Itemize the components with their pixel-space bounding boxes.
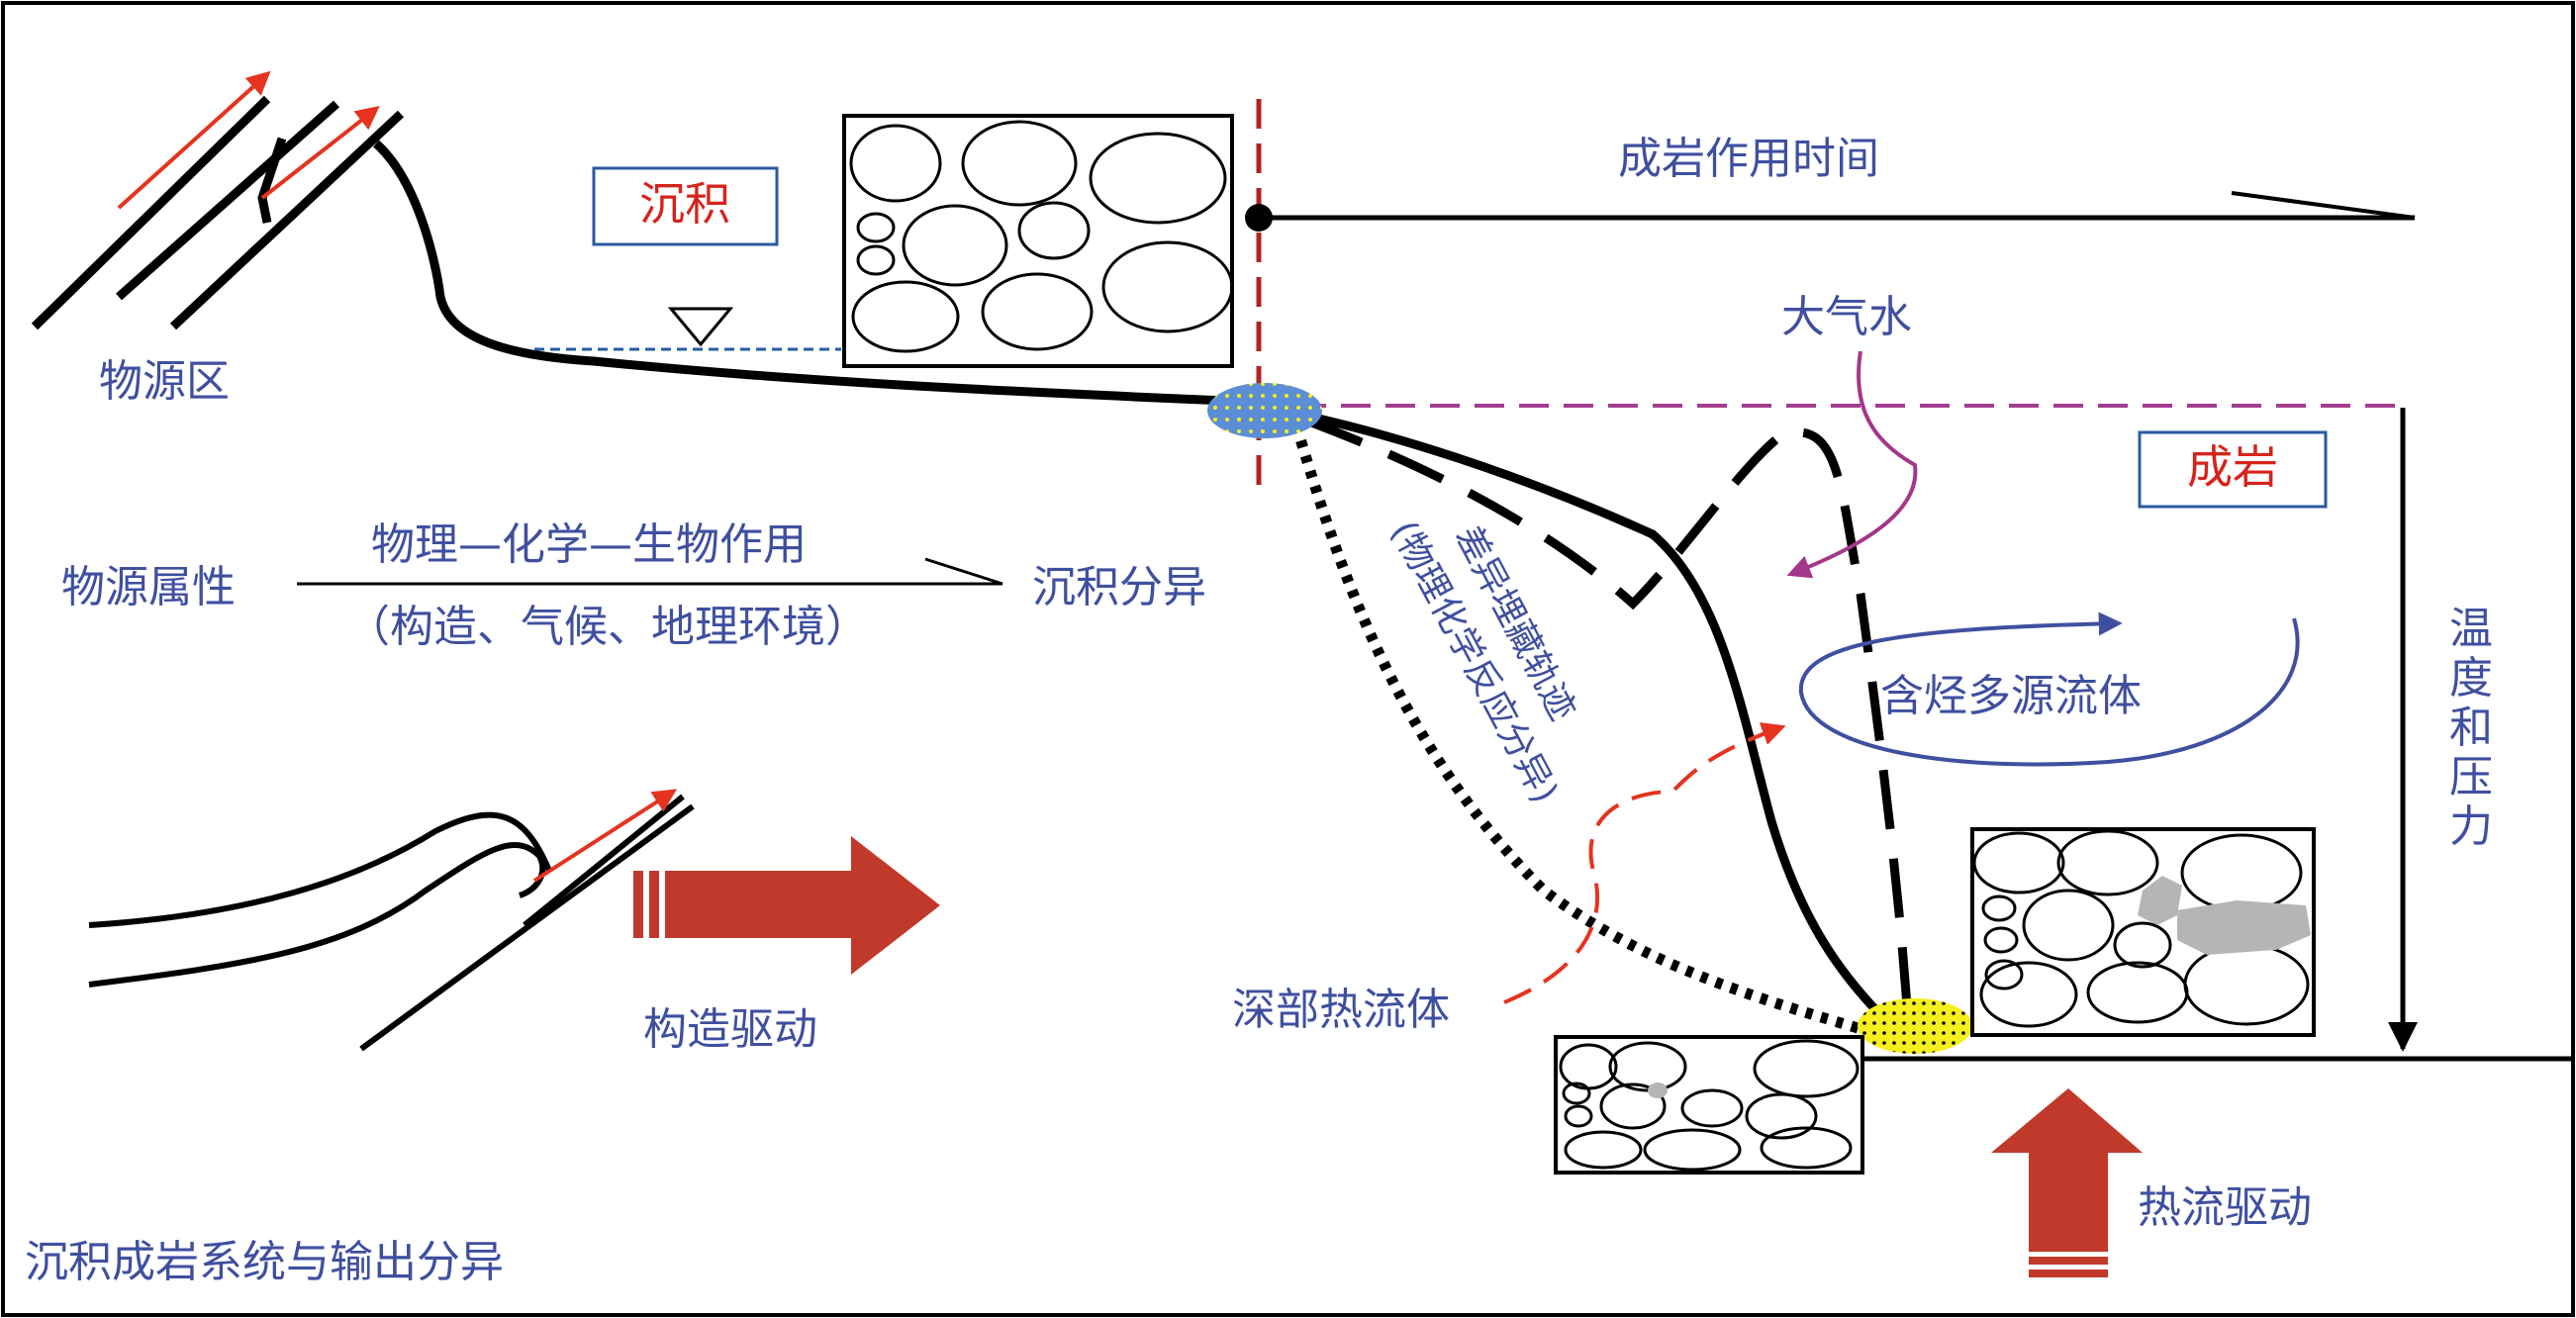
grain-box-deposition — [842, 114, 1234, 368]
deep-hot-fluid-label: 深部热流体 — [1232, 985, 1450, 1035]
controls-label: （构造、气候、地理环境） — [346, 602, 869, 652]
deposition-label: 沉积 — [639, 177, 730, 231]
tectonic-fold-sketch — [88, 794, 695, 1052]
source-attribute-label: 物源属性 — [61, 562, 236, 612]
svg-text:温: 温 — [2449, 604, 2493, 654]
deposition-box — [592, 166, 779, 246]
grain-box-deep-burial — [1554, 1035, 1864, 1175]
heat-flow-drive-arrow — [1991, 1088, 2143, 1277]
meteoric-water-label: 大气水 — [1781, 292, 1912, 342]
buried-blob-yellow — [1858, 998, 1972, 1054]
sedimentary-differentiation-label: 沉积分异 — [1032, 562, 1206, 612]
tectonic-slip-arrow — [532, 789, 678, 883]
differentiation-tick — [924, 557, 1003, 586]
source-area-label: 物源区 — [99, 356, 230, 407]
dashed-burial-path — [1304, 416, 1915, 1050]
meteoric-water-arrow — [1786, 350, 1918, 579]
water-level-triangle — [667, 307, 734, 347]
diagenesis-box — [2138, 430, 2328, 509]
deep-hot-fluid-arrow — [1503, 722, 1786, 1004]
system-title: 沉积成岩系统与输出分异 — [25, 1237, 504, 1287]
sediment-blob-blue — [1207, 383, 1322, 438]
tectonic-drive-arrow — [633, 836, 940, 975]
grain-box-diagenesis — [1970, 827, 2316, 1037]
svg-text:力: 力 — [2449, 801, 2493, 852]
diagenesis-label: 成岩 — [2187, 440, 2278, 494]
heat-flow-drive-label: 热流驱动 — [2138, 1182, 2312, 1233]
diagenesis-time-label: 成岩作用时间 — [1618, 134, 1879, 184]
fault-slip-arrows — [117, 70, 380, 210]
burial-trajectory-label: 差异埋藏轨迹 (物理化学反应分异) — [1383, 515, 1583, 809]
svg-text:压: 压 — [2449, 752, 2493, 802]
svg-text:度: 度 — [2449, 653, 2493, 704]
process-label: 物理—化学—生物作用 — [371, 519, 807, 570]
dotted-burial-trajectory — [1290, 424, 1912, 1050]
time-axis-arrowhead — [2231, 191, 2416, 220]
hydrocarbon-fluid-loop — [1798, 612, 2300, 767]
source-area-fault-lines — [31, 95, 405, 330]
temp-pressure-label: 温 度 和 压 力 — [2449, 604, 2493, 852]
svg-text:和: 和 — [2449, 703, 2493, 753]
hydrocarbon-fluid-label: 含烃多源流体 — [1880, 671, 2142, 721]
tectonic-drive-label: 构造驱动 — [643, 1004, 817, 1055]
